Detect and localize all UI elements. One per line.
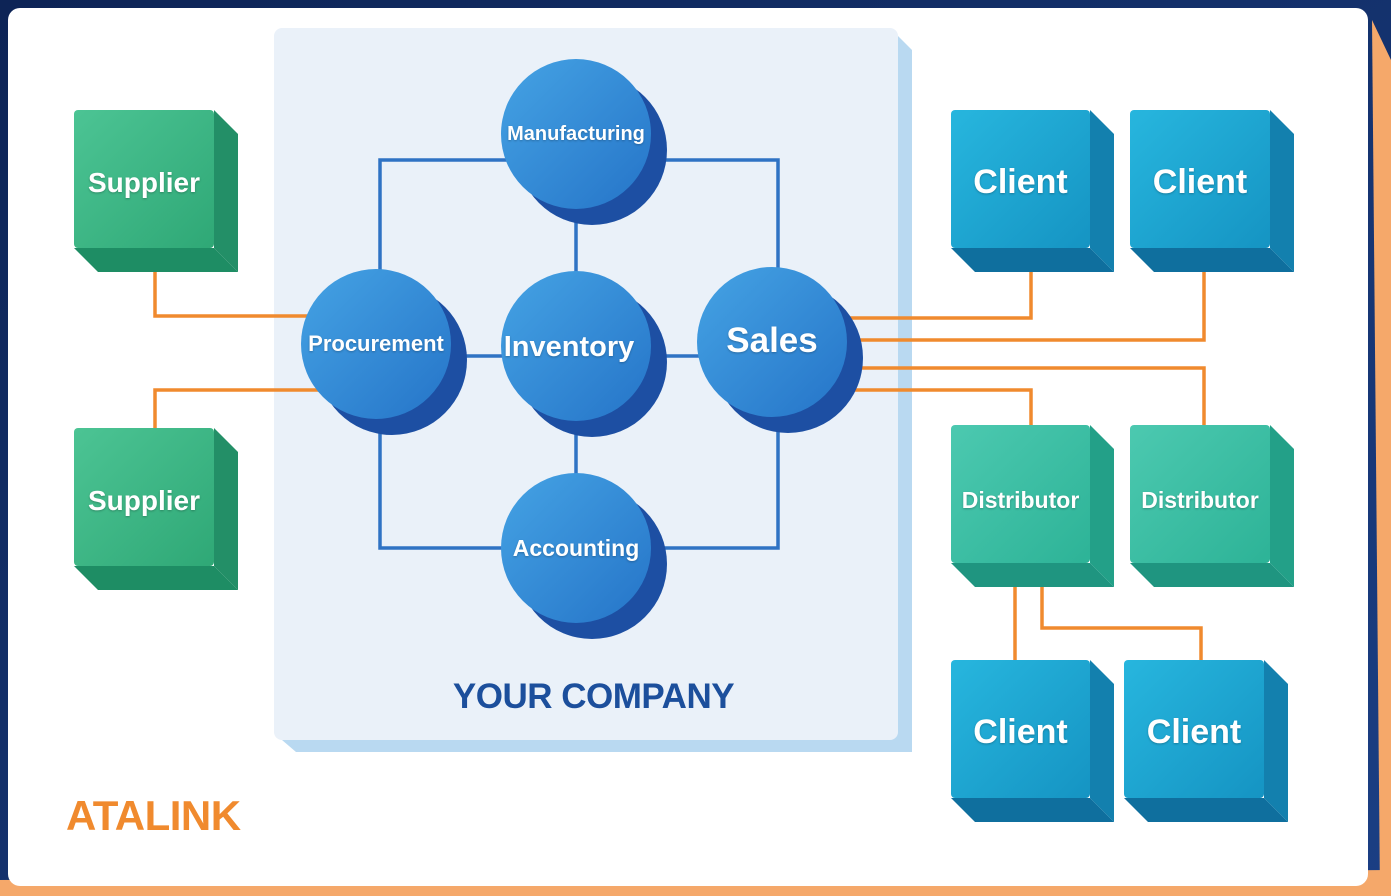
distributor1-link [830, 388, 1033, 428]
distributor2-link [830, 366, 1206, 428]
sales-label: Sales [726, 321, 818, 360]
supplier-box-2 [74, 428, 238, 590]
procurement-label: Procurement [308, 331, 444, 356]
procurement-circle [301, 269, 467, 435]
distributor-box-2 [1130, 425, 1294, 587]
supplier2-link [153, 388, 330, 428]
supplier-label-2: Supplier [87, 485, 200, 516]
client-bottom-label-2: Client [1146, 712, 1242, 751]
inventory-circle [501, 271, 667, 437]
supplier-label-1: Supplier [87, 167, 200, 198]
distributor-box-1 [951, 425, 1114, 587]
client-top-label-1: Client [973, 162, 1068, 201]
client-bottom-label-1: Client [973, 712, 1068, 751]
supplier-box-1 [74, 110, 238, 272]
client-bottom-box-2 [1124, 660, 1288, 822]
client-bottom2-link [1040, 575, 1203, 662]
supplier1-link [153, 262, 330, 318]
distributor-label-1: Distributor [961, 486, 1080, 513]
external-network [153, 262, 1206, 662]
inventory-label: Inventory [503, 330, 635, 363]
client-top-label-2: Client [1152, 162, 1248, 201]
client-bottom-box-1 [951, 660, 1114, 822]
client-top-box-1 [951, 110, 1114, 272]
client-top1-link [830, 262, 1033, 320]
sales-circle [697, 267, 863, 433]
distributor-label-2: Distributor [1141, 486, 1259, 513]
manufacturing-circle [501, 59, 667, 225]
accounting-label: Accounting [512, 534, 640, 561]
manufacturing-label: Manufacturing [507, 122, 645, 145]
brand-logo: ATALINK [66, 792, 241, 839]
client-top2-link [830, 262, 1206, 342]
accounting-circle [501, 473, 667, 639]
company-title: YOUR COMPANY [452, 677, 735, 716]
client-top-box-2 [1130, 110, 1294, 272]
frame-right-accent [1372, 20, 1391, 896]
